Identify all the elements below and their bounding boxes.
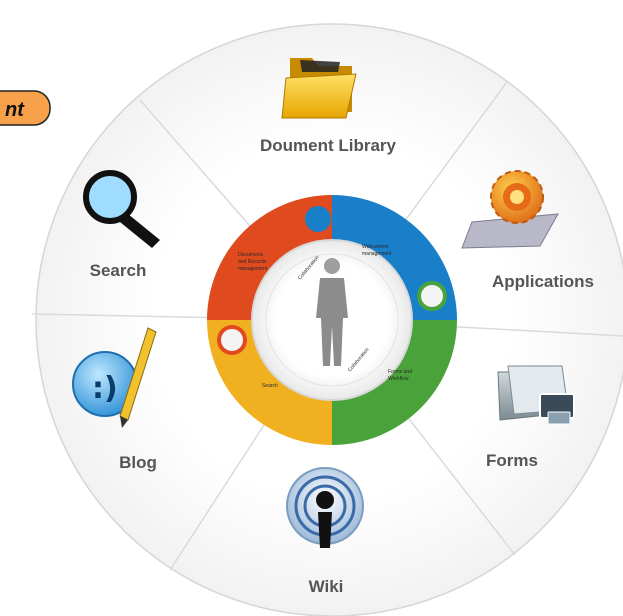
segment-label-search: Search: [90, 261, 147, 280]
segment-label-applications: Applications: [492, 272, 594, 291]
segment-search[interactable]: Search: [83, 170, 160, 280]
ring-label-forms-workflow-2: Workflow: [388, 376, 409, 382]
puzzle-ring: Webcontent management Forms and Workflow…: [207, 195, 457, 445]
ring-label-search: Search: [262, 383, 278, 389]
ring-center-inner: [265, 253, 399, 387]
svg-text::): :): [92, 371, 118, 406]
puzzle-tab-top: [305, 206, 331, 232]
segment-label-blog: Blog: [119, 453, 157, 472]
ring-label-documents-1: Documents: [238, 252, 264, 258]
ring-label-webcontent-1: Webcontent: [362, 244, 389, 250]
segment-label-wiki: Wiki: [309, 577, 344, 596]
ring-label-documents-3: management: [238, 266, 268, 272]
segment-document-library[interactable]: Doument Library: [260, 58, 397, 155]
smiley-pencil-icon: :): [72, 327, 157, 428]
ring-piece-documents-records: [207, 195, 332, 320]
person-silhouette-icon: [316, 258, 348, 366]
segment-wiki[interactable]: Wiki: [286, 467, 364, 596]
badge-pill: [0, 90, 51, 126]
puzzle-tab-right: [417, 281, 447, 311]
segment-label-document-library: Doument Library: [260, 136, 397, 155]
forms-folder-icon: [497, 365, 575, 425]
magnifier-icon: [83, 170, 160, 248]
podcast-icon: [286, 467, 364, 548]
segment-forms[interactable]: Forms: [486, 365, 575, 470]
ring-label-documents-2: and Records: [238, 259, 267, 265]
puzzle-tab-left: [217, 325, 247, 355]
ring-label-forms-workflow-1: Forms and: [388, 369, 412, 375]
ring-piece-forms-workflow: [332, 320, 457, 445]
badge-text: nt: [5, 99, 25, 121]
gear-icon: [461, 170, 559, 249]
puzzle-tab-bottom: [333, 407, 359, 433]
folder-icon: [281, 58, 357, 119]
segment-blog[interactable]: :) Blog: [72, 327, 157, 472]
segment-applications[interactable]: Applications: [461, 170, 594, 291]
ring-label-webcontent-2: management: [362, 251, 392, 257]
segment-label-forms: Forms: [486, 451, 538, 470]
badge: nt: [0, 90, 51, 126]
